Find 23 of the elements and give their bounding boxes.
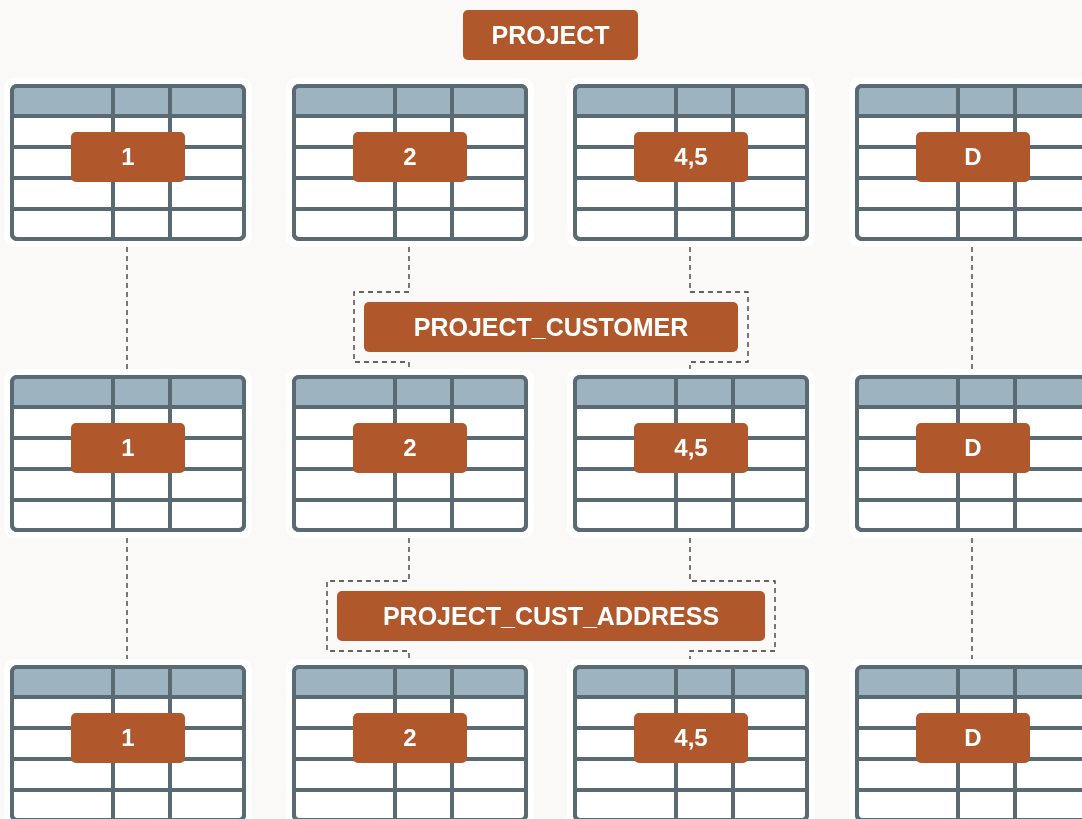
- dashed-connector: [971, 246, 973, 370]
- table-label: D: [916, 713, 1030, 763]
- dashed-connector: [126, 537, 128, 660]
- table-label: 1: [71, 132, 185, 182]
- dashed-connector: [971, 537, 973, 660]
- dashed-connector: [689, 537, 776, 660]
- dashed-connector: [326, 537, 410, 660]
- table-label: 4,5: [634, 423, 748, 473]
- table-label: 1: [71, 423, 185, 473]
- title-badge: PROJECT_CUST_ADDRESS: [337, 591, 765, 641]
- dashed-connector: [689, 246, 749, 370]
- title-badge: PROJECT: [463, 10, 638, 60]
- table-label: 1: [71, 713, 185, 763]
- table-label: D: [916, 132, 1030, 182]
- table-label: 4,5: [634, 713, 748, 763]
- dashed-connector: [126, 246, 128, 370]
- title-badge: PROJECT_CUSTOMER: [364, 302, 738, 352]
- dashed-connector: [353, 246, 410, 370]
- table-label: 4,5: [634, 132, 748, 182]
- table-label: 2: [353, 423, 467, 473]
- table-label: D: [916, 423, 1030, 473]
- table-label: 2: [353, 132, 467, 182]
- table-label: 2: [353, 713, 467, 763]
